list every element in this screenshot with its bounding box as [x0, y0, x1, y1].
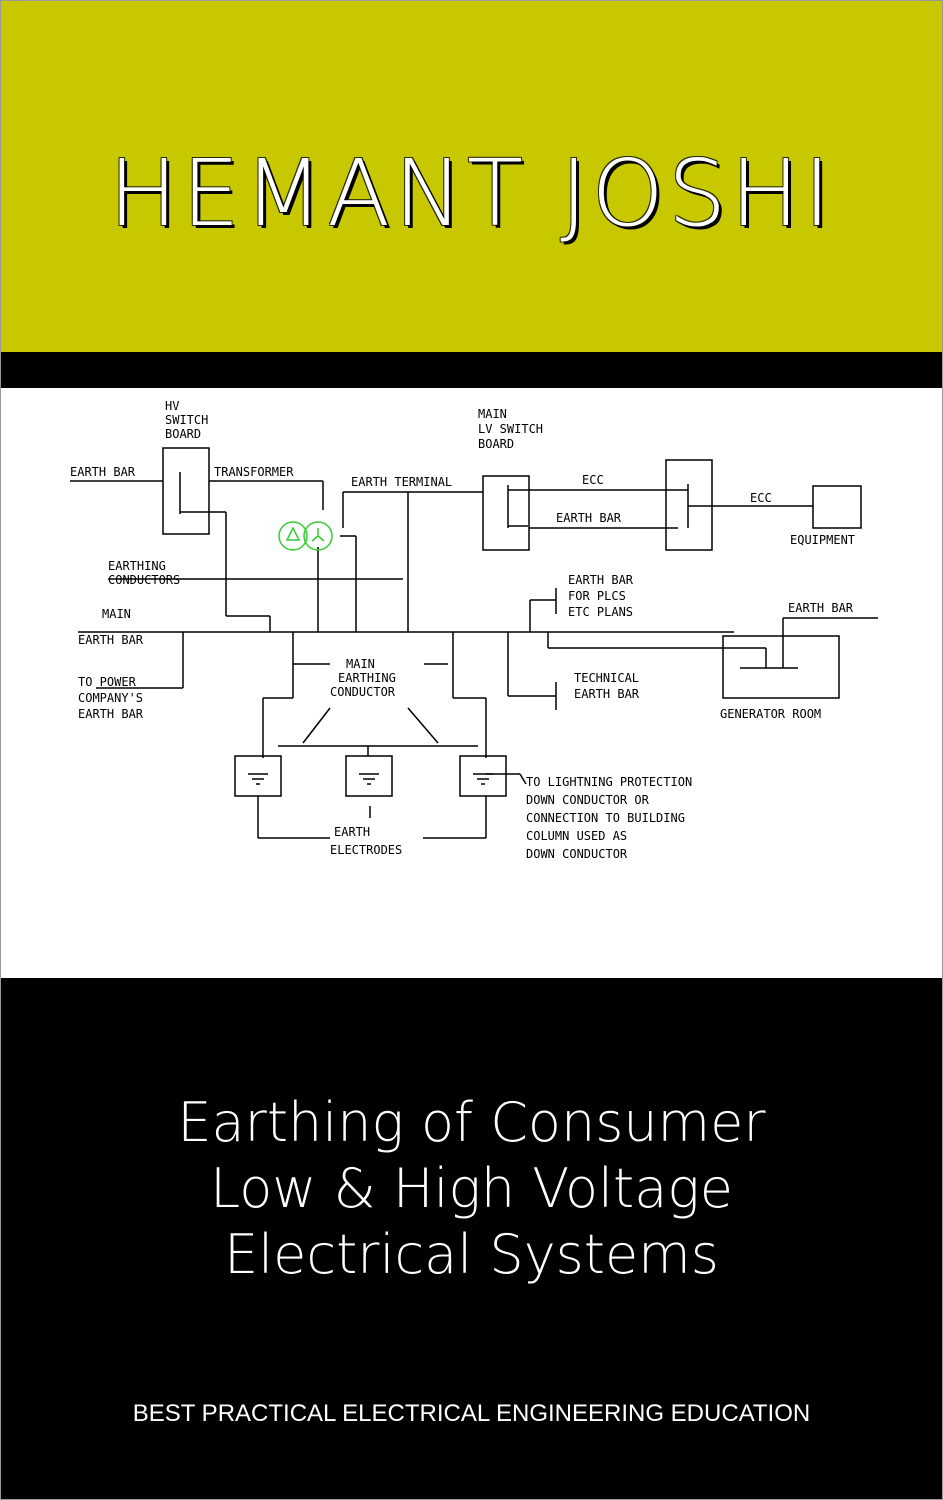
- label-main-earthing-1: MAIN: [346, 657, 375, 671]
- label-earth-bar-left: EARTH BAR: [70, 465, 136, 479]
- label-hv-switch: SWITCH: [165, 413, 208, 427]
- transformer-symbol: [278, 521, 333, 551]
- label-transformer: TRANSFORMER: [214, 465, 294, 479]
- top-color-band: HEMANT JOSHI: [0, 0, 943, 352]
- earth-electrode-1: [234, 755, 282, 797]
- label-electrodes-2: ELECTRODES: [330, 843, 402, 857]
- label-lv-switch: LV SWITCH: [478, 422, 543, 436]
- generator-room-box: [722, 635, 840, 699]
- bottom-color-band: Earthing of Consumer Low & High Voltage …: [0, 978, 943, 1500]
- hv-switchboard-box: [162, 447, 210, 535]
- book-title-line-2: Low & High Voltage: [210, 1157, 733, 1220]
- label-main-earth-bar-1: MAIN: [102, 607, 131, 621]
- equipment-box: [812, 485, 862, 529]
- series-name: BEST PRACTICAL ELECTRICAL ENGINEERING ED…: [132, 1400, 811, 1427]
- label-hv-board: BOARD: [165, 427, 201, 441]
- label-technical-1: TECHNICAL: [574, 671, 639, 685]
- earth-electrode-2: [345, 755, 393, 797]
- label-lightning-5: DOWN CONDUCTOR: [526, 847, 628, 861]
- earthing-diagram: HV SWITCH BOARD EARTH BAR TRANSFORMER EA…: [8, 388, 936, 978]
- label-lv-main: MAIN: [478, 407, 507, 421]
- divider-band: [0, 352, 943, 388]
- label-plcs-2: FOR PLCS: [568, 589, 626, 603]
- book-title-line-3: Electrical Systems: [224, 1223, 719, 1286]
- label-earthing: EARTHING: [108, 559, 166, 573]
- label-lightning-4: COLUMN USED AS: [526, 829, 627, 843]
- label-lightning-1: TO LIGHTNING PROTECTION: [526, 775, 692, 789]
- label-to-power-3: EARTH BAR: [78, 707, 144, 721]
- book-title: Earthing of Consumer Low & High Voltage …: [20, 1090, 923, 1288]
- label-ecc-2: ECC: [750, 491, 772, 505]
- lv-switchboard-box: [482, 475, 530, 551]
- label-equipment: EQUIPMENT: [790, 533, 855, 547]
- label-to-power-1: TO POWER: [78, 675, 137, 689]
- label-technical-2: EARTH BAR: [574, 687, 640, 701]
- label-lightning-2: DOWN CONDUCTOR OR: [526, 793, 650, 807]
- earthing-diagram-svg: HV SWITCH BOARD EARTH BAR TRANSFORMER EA…: [70, 399, 878, 861]
- book-title-line-1: Earthing of Consumer: [177, 1091, 766, 1154]
- label-earth-bar-gen: EARTH BAR: [788, 601, 854, 615]
- label-conductors: CONDUCTORS: [108, 573, 180, 587]
- label-to-power-2: COMPANY'S: [78, 691, 143, 705]
- label-ecc-1: ECC: [582, 473, 604, 487]
- author-name: HEMANT JOSHI: [108, 140, 835, 247]
- earth-electrode-3: [459, 755, 507, 797]
- label-hv: HV: [165, 399, 179, 413]
- label-electrodes-1: EARTH: [334, 825, 370, 839]
- label-main-earthing-3: CONDUCTOR: [330, 685, 396, 699]
- label-generator-room: GENERATOR ROOM: [720, 707, 821, 721]
- label-lightning-3: CONNECTION TO BUILDING: [526, 811, 685, 825]
- label-plcs-1: EARTH BAR: [568, 573, 634, 587]
- label-earth-terminal: EARTH TERMINAL: [351, 475, 452, 489]
- label-main-earth-bar-2: EARTH BAR: [78, 633, 144, 647]
- label-earth-bar-lv: EARTH BAR: [556, 511, 622, 525]
- sub-board-box: [665, 459, 713, 551]
- label-lv-board: BOARD: [478, 437, 514, 451]
- label-main-earthing-2: EARTHING: [338, 671, 396, 685]
- label-plcs-3: ETC PLANS: [568, 605, 633, 619]
